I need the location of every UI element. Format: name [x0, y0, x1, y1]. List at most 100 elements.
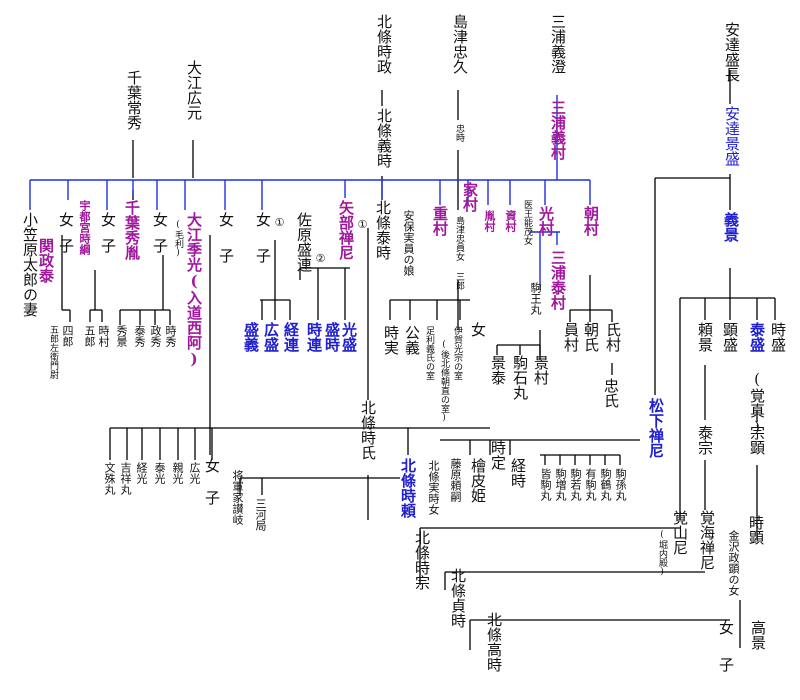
tsuru-komamaru: 駒鶴丸 [599, 468, 612, 501]
munekage: 宗顕 [748, 425, 766, 455]
yoshisho: 吉祥丸 [119, 462, 132, 495]
oe-suemitsu: 大江季光(入道西阿) [185, 212, 203, 368]
shogun: 将軍家讃岐 [231, 470, 244, 525]
chikamitsu: 親光 [171, 462, 184, 484]
ko-1: 子 [57, 238, 75, 253]
mikawa: 三河局 [254, 498, 267, 531]
mitsumura: 光村 [537, 206, 555, 236]
hiwada-hime: 檜皮姫 [469, 458, 487, 503]
onna-1: 女 [57, 212, 75, 227]
masu-komamaru: 駒増丸 [554, 468, 567, 501]
hojo-tokiuji: 北條時氏 [359, 400, 377, 460]
hojo-sanetoki-onna: 北條実時女 [427, 460, 440, 515]
tsuneture: 経連 [282, 322, 300, 352]
hojo-tokimune: 北條時宗 [413, 530, 431, 590]
moriyoshi: 盛義 [242, 322, 260, 352]
goro-saemon: 五郎左衛門尉 [48, 325, 58, 379]
onna-5: 女 [254, 212, 272, 227]
tokiaki: 時顕 [747, 515, 765, 545]
tsunemitsu: 経光 [135, 462, 148, 484]
iga-wife: 伊賀光宗の室 [452, 326, 462, 380]
san-ro: 三郎 [454, 272, 464, 290]
shigemura: 重村 [431, 206, 449, 236]
kakusan: 覚山尼 [671, 510, 689, 555]
yasuhide: 泰秀 [133, 325, 146, 347]
shiro: 四郎 [61, 325, 74, 347]
takakage: 高景 [749, 620, 767, 650]
utsunomiya-tokitsuna: 宇都宮時綱 [78, 200, 91, 255]
num1-b: ① [356, 218, 369, 231]
num1-a: ① [273, 216, 286, 229]
hojo-sadatoki: 北條貞時 [449, 568, 467, 628]
yasumori: 泰盛 [748, 322, 766, 352]
horiuchi: (堀内殿) [657, 530, 667, 577]
kanazawa: 金沢政顕の女 [727, 530, 740, 596]
tokimura: 時村 [97, 325, 110, 347]
ko-oe: 子 [203, 490, 221, 505]
hojo-tokimasa: 北條時政 [375, 14, 393, 74]
komaomaru: 駒王丸 [529, 282, 542, 315]
kinugi: 公義 [403, 325, 421, 355]
num2: ② [314, 252, 327, 265]
sukemura: 資村 [504, 210, 517, 232]
kakukai: 覚海禅尼 [698, 510, 716, 570]
miura-yoshizumi: 三浦義澄 [549, 14, 567, 74]
tokimori: 時盛 [769, 322, 787, 352]
ishi-label: 医王能茂女 [522, 200, 532, 245]
ashikaga-wife: 足利義氏の室 [424, 326, 434, 380]
masahide: 政秀 [149, 325, 162, 347]
tokisada: 時定 [489, 440, 507, 470]
kagemura: 景村 [532, 355, 550, 385]
seki-masayasu: 関政泰 [37, 238, 55, 283]
adachi-morinaga: 安達盛長 [723, 22, 741, 82]
ari-komamaru: 有駒丸 [584, 468, 597, 501]
mori-label: (毛利) [173, 220, 183, 258]
tokizane: 時実 [382, 325, 400, 355]
kagetai: 景泰 [489, 355, 507, 385]
komaishi: 駒石丸 [511, 355, 529, 400]
adachi-wife: 安保実員の娘 [402, 210, 415, 276]
tokitsura: 時連 [305, 322, 323, 352]
onna-oe: 女 [203, 458, 221, 473]
hiromitsu: 広光 [188, 462, 201, 484]
onna-2: 女 [99, 212, 117, 227]
asamura: 朝村 [582, 206, 600, 236]
tokihide: 時秀 [164, 325, 177, 347]
goro: 五郎 [83, 325, 96, 347]
onna-end: 女 [717, 620, 735, 635]
hiromori: 広盛 [262, 322, 280, 352]
miura-yoshimura: 三浦義村 [549, 100, 567, 160]
kakushin: (覚真) [748, 370, 766, 436]
onna-4: 女 [217, 212, 235, 227]
tadauji: 忠氏 [602, 378, 620, 408]
tadatoki: 忠時 [454, 124, 464, 142]
ujimura: 氏村 [604, 322, 622, 352]
chiba-tsunehide: 千葉常秀 [125, 70, 143, 130]
chiba-hidetane: 千葉秀胤 [123, 200, 141, 260]
yorikage: 頼景 [696, 322, 714, 352]
sahara-morituna: 佐原盛連 [295, 212, 313, 272]
son-komamaru: 駒孫丸 [614, 468, 627, 501]
waka-komamaru: 駒若丸 [569, 468, 582, 501]
iemura: 家村 [461, 182, 479, 212]
yabe-zenni: 矢部禅尼 [337, 200, 355, 260]
hojo-takatoki: 北條高時 [485, 612, 503, 672]
ko-end: 子 [717, 657, 735, 672]
yoshitoki-kage: 義景 [722, 212, 740, 242]
hojo-yoshitoki: 北條義時 [375, 108, 393, 168]
hojo-tokiyori: 北條時頼 [399, 458, 417, 518]
ko-2: 子 [99, 238, 117, 253]
matsushita-zenni: 松下禅尼 [647, 398, 665, 458]
inmura: 員村 [562, 322, 580, 352]
oe-hiromoto: 大江広元 [185, 60, 203, 120]
bunshu: 文殊丸 [103, 462, 116, 495]
kai-komamaru: 皆駒丸 [539, 468, 552, 501]
hideshige: 秀景 [115, 325, 128, 347]
onna-3: 女 [151, 212, 169, 227]
hojo-yasutoki: 北條泰時 [374, 200, 392, 260]
ogasawara-wife: 小笠原太郎の妻 [21, 212, 39, 317]
yasumune: 泰宗 [696, 425, 714, 455]
fujiwara-yoritsugu: 藤原頼嗣 [449, 458, 462, 502]
morito: 盛時 [323, 322, 341, 352]
